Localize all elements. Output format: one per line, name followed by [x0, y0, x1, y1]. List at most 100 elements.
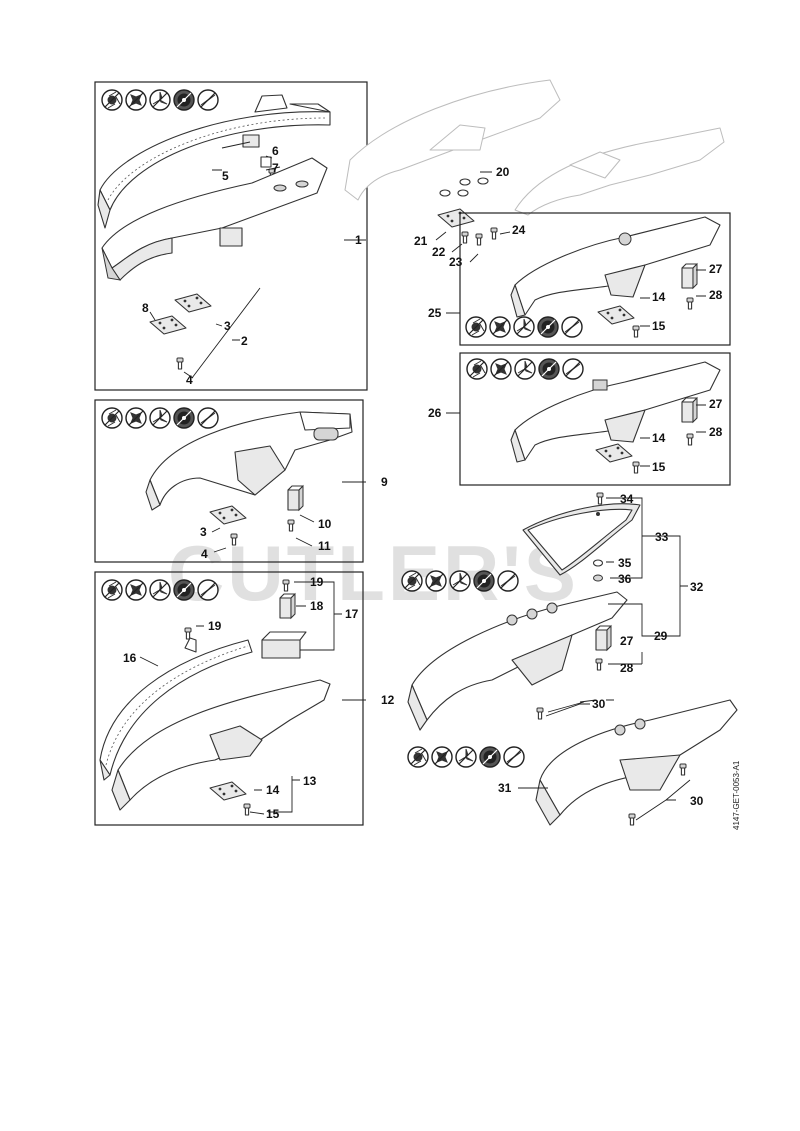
callout-12: 12	[381, 693, 395, 707]
callout-15a: 15	[266, 807, 280, 821]
callout-14b: 14	[652, 290, 666, 304]
group-box-26	[459, 352, 731, 486]
part-28-screw-b	[686, 433, 694, 446]
part-33-blade-cover	[522, 503, 641, 576]
part-28-screw-c	[595, 658, 603, 671]
part-19-screw-a	[282, 579, 290, 592]
part-4-screw-b	[230, 533, 238, 546]
callout-15c: 15	[652, 460, 666, 474]
callout-6: 6	[272, 144, 279, 158]
part-34-screw	[596, 492, 604, 505]
part-8-plate	[149, 315, 187, 335]
callout-25: 25	[428, 306, 442, 320]
callout-3a: 3	[224, 319, 231, 333]
tool-icon-row-26	[467, 359, 583, 379]
part-9-guard	[145, 411, 353, 511]
callout-4a: 4	[186, 373, 193, 387]
callout-28b: 28	[709, 425, 723, 439]
callout-34: 34	[620, 492, 634, 506]
callout-31: 31	[498, 781, 512, 795]
part-16-guard-arc	[99, 637, 253, 781]
watermark-text: CUTLER'S	[168, 529, 579, 617]
part-14-plate	[209, 781, 247, 801]
part-19-screw-b	[184, 627, 192, 640]
callout-11: 11	[318, 539, 331, 553]
part-25-guard	[510, 216, 721, 318]
part-31-guard	[535, 699, 738, 826]
callout-4b: 4	[201, 547, 208, 561]
callout-36: 36	[618, 572, 632, 586]
part-11-screw	[287, 519, 295, 532]
tool-icon-row-9	[102, 408, 218, 428]
callout-14a: 14	[266, 783, 280, 797]
part-30-screw-b	[628, 813, 636, 826]
callout-10: 10	[318, 517, 332, 531]
tool-icon-row-31	[408, 747, 524, 767]
part-14-plate-c	[595, 443, 633, 463]
group-box-1	[94, 81, 368, 391]
part-27-bracket-b	[681, 397, 698, 423]
callout-17: 17	[345, 607, 359, 621]
part-4-screw	[176, 357, 184, 370]
callout-19b: 19	[208, 619, 222, 633]
callout-30b: 30	[690, 794, 704, 808]
part-30-screw-a	[536, 707, 544, 720]
tool-icon-row-1	[102, 90, 218, 110]
part-3-plate	[174, 293, 212, 313]
callout-23: 23	[449, 255, 463, 269]
part-36-nut	[593, 574, 603, 582]
callout-24: 24	[512, 223, 526, 237]
callout-9: 9	[381, 475, 388, 489]
part-15-screw	[243, 803, 251, 816]
callout-5: 5	[222, 169, 229, 183]
part-5-guard-arc	[97, 94, 331, 229]
part-1-guard	[101, 157, 328, 281]
callout-22: 22	[432, 245, 446, 259]
callout-32: 32	[690, 580, 704, 594]
callout-28c: 28	[620, 661, 634, 675]
callout-13: 13	[303, 774, 317, 788]
part-17-bracket-assembly	[261, 593, 307, 659]
callout-21: 21	[414, 234, 428, 248]
parts-20-to-24-hardware	[437, 177, 498, 246]
tool-icon-row-12	[102, 580, 218, 600]
callout-26: 26	[428, 406, 442, 420]
callout-28a: 28	[709, 288, 723, 302]
part-29-guard	[407, 591, 628, 731]
part-27-bracket-c	[595, 625, 612, 651]
callout-15b: 15	[652, 319, 666, 333]
group-box-12	[94, 571, 364, 826]
tool-icon-row-29	[402, 571, 518, 591]
group-box-25	[459, 212, 731, 346]
callout-14c: 14	[652, 431, 666, 445]
callout-27c: 27	[620, 634, 634, 648]
part-30-screw-c	[679, 763, 687, 776]
callout-20: 20	[496, 165, 510, 179]
part-26-guard	[510, 361, 721, 463]
callout-16: 16	[123, 651, 137, 665]
callout-30a: 30	[592, 697, 606, 711]
part-12-guard	[111, 679, 331, 811]
callout-33: 33	[655, 530, 669, 544]
group-box-9	[94, 399, 364, 563]
reference-code: 4147-GET-0053-A1	[732, 760, 741, 830]
part-27-bracket-a	[681, 263, 698, 289]
part-15-screw-c	[632, 461, 640, 474]
callout-27a: 27	[709, 262, 723, 276]
part-35-washer	[592, 559, 604, 567]
callout-3b: 3	[200, 525, 207, 539]
callout-35: 35	[618, 556, 632, 570]
callout-18: 18	[310, 599, 324, 613]
callout-8: 8	[142, 301, 149, 315]
callout-27b: 27	[709, 397, 723, 411]
tool-icon-row-25	[466, 317, 582, 337]
part-6-clip	[242, 134, 272, 168]
callout-1: 1	[355, 233, 362, 247]
part-14-plate-b	[597, 305, 635, 325]
part-10-bracket	[287, 485, 304, 511]
callout-19a: 19	[310, 575, 324, 589]
part-28-screw-a	[686, 297, 694, 310]
part-15-screw-b	[632, 325, 640, 338]
callout-7: 7	[272, 161, 279, 175]
